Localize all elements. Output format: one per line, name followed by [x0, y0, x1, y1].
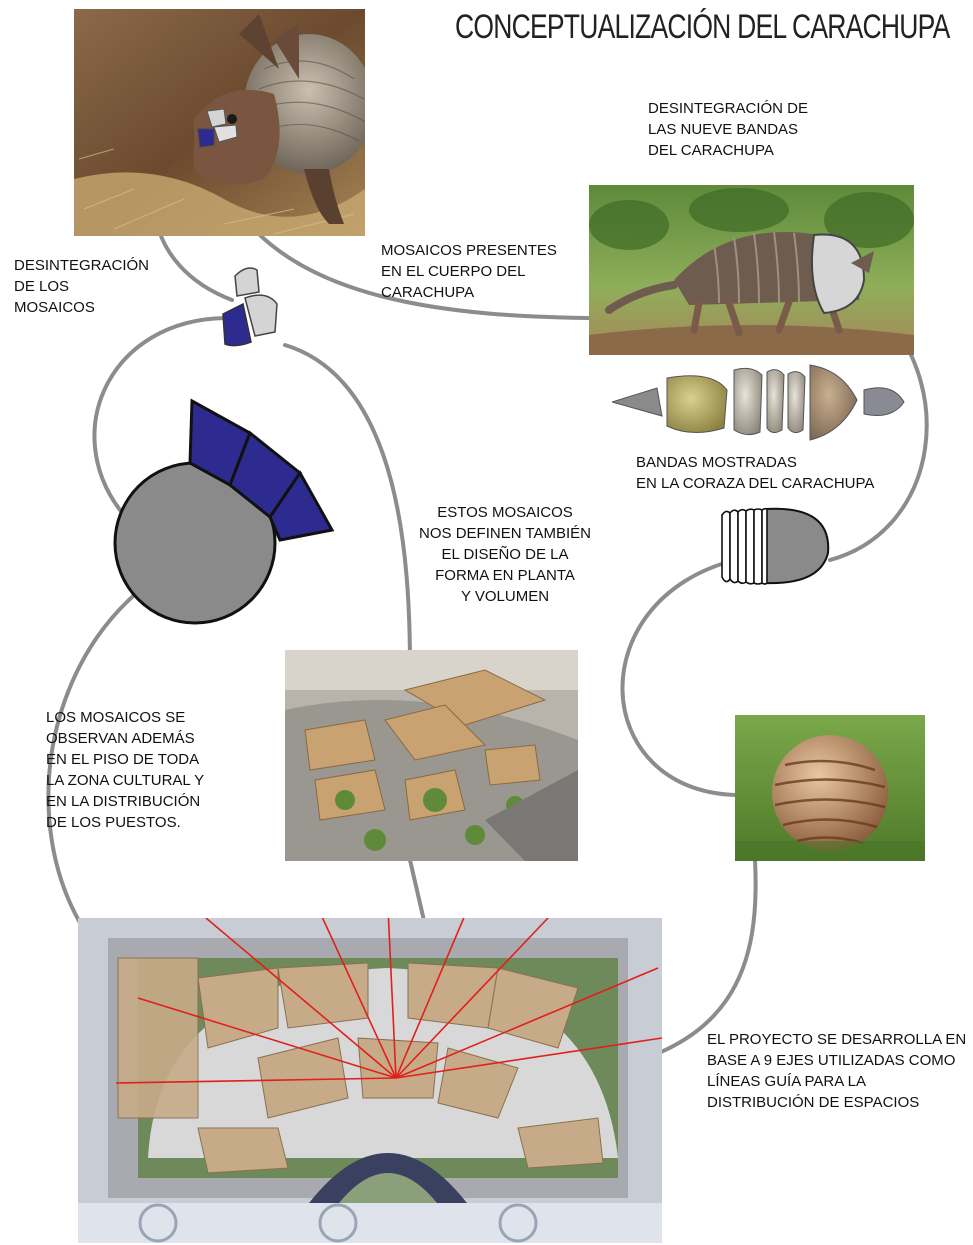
mosaic-pieces-icon	[215, 262, 280, 352]
label-project-axes: EL PROYECTO SE DESARROLLA EN BASE A 9 EJ…	[707, 1029, 966, 1113]
label-mosaics-body: MOSAICOS PRESENTES EN EL CUERPO DEL CARA…	[381, 240, 557, 303]
armadillo-closeup-photo	[74, 9, 365, 236]
mosaic-circle-diagram	[110, 395, 340, 630]
label-bands-disintegration: DESINTEGRACIÓN DE LAS NUEVE BANDAS DEL C…	[648, 98, 808, 161]
band-shell-icon	[720, 505, 832, 587]
label-mosaics-disintegration: DESINTEGRACIÓN DE LOS MOSAICOS	[14, 255, 149, 318]
connector-render-to-plan	[410, 860, 425, 925]
armadillo-bands-strip	[612, 360, 912, 442]
site-plan-render	[78, 918, 662, 1243]
aerial-render-photo	[285, 650, 578, 861]
label-mosaics-design: ESTOS MOSAICOS NOS DEFINEN TAMBIÉN EL DI…	[408, 502, 602, 607]
connector-shell-to-ball	[622, 560, 735, 795]
label-mosaics-floor: LOS MOSAICOS SE OBSERVAN ADEMÁS EN EL PI…	[46, 707, 204, 833]
armadillo-walking-photo	[589, 185, 914, 355]
label-bands-shell: BANDAS MOSTRADAS EN LA CORAZA DEL CARACH…	[636, 452, 874, 494]
armadillo-ball-photo	[735, 715, 925, 861]
